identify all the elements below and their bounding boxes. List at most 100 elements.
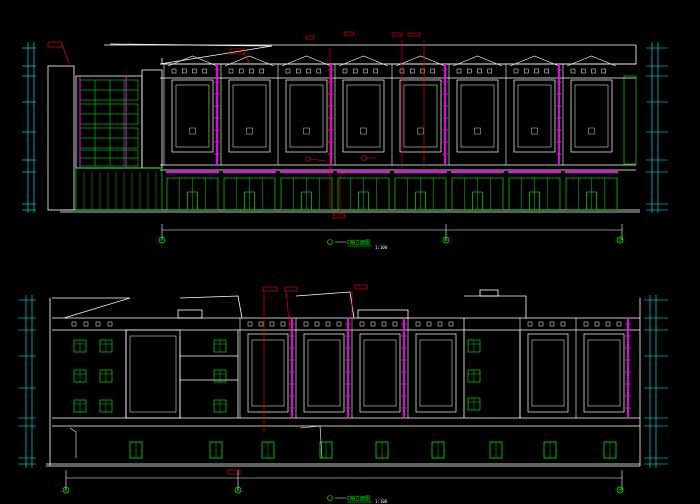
small-window [73,339,87,353]
vent-square [549,321,555,327]
small-window [213,339,227,353]
vent-square [538,321,544,327]
vent-square [392,321,398,327]
vent-square [247,321,253,327]
vent-square [192,68,197,74]
upper-title-block: C轴立面图 1:100 [327,239,388,250]
lower-axis-label-3: ⑬ [618,487,622,493]
bay-pediment [509,55,560,67]
upper-right-level-scale [646,42,668,213]
upper-elevation-title: C轴立面图 [347,239,370,246]
vent-square [107,321,113,327]
upper-axis-markers [158,236,624,244]
upper-bay [334,55,389,165]
bay-panel-inner [531,339,565,407]
vent-square [182,68,187,74]
bay-panel-outer [247,333,289,413]
lower-ground-doors [69,425,617,459]
bay-panel-inner [587,339,621,407]
bay-panel-outer [527,333,569,413]
lower-blank-panel [125,329,181,419]
vent-square [467,68,472,74]
lower-dimension-line [65,470,623,490]
bay-vent [189,127,196,135]
vent-square [314,321,320,327]
bay-panel-inner [232,84,267,148]
upper-axis-label-3: ⑬ [618,237,622,243]
vent-square [303,321,309,327]
vent-square [336,321,342,327]
canopy-bracket [299,425,323,459]
lower-axis-label-1: ① [64,488,68,493]
vent-square [560,321,566,327]
vent-square [616,321,622,327]
vent-square [381,321,387,327]
vent-square [353,68,358,74]
vent-square [594,321,600,327]
vent-square [527,321,533,327]
small-window [99,399,113,413]
bay-pediment [395,55,446,67]
bay-pediment [281,55,332,67]
lower-blank-panel-inner [129,335,177,413]
bay-panel-inner [289,84,324,148]
canopy-bracket [69,427,77,458]
vent-square [581,68,586,74]
vent-square [426,321,432,327]
bay-vent [360,127,367,135]
vent-square [239,68,244,74]
vent-square [601,68,606,74]
vent-square [373,68,378,74]
vent-square [171,68,177,74]
bay-panel-outer [171,79,214,153]
ground-door [431,441,445,459]
upper-dimension-line [161,224,623,240]
upper-bay [448,55,503,165]
vent-square [524,68,529,74]
bay-panel-inner [403,84,438,148]
vent-square [258,321,264,327]
upper-leaders [47,31,425,219]
upper-bay [562,55,617,165]
bay-vent [417,127,424,135]
vent-square [71,321,77,327]
vent-square [605,321,611,327]
vent-square [342,68,348,74]
lower-title-block: C轴立面图 1:100 [327,495,388,504]
lower-axis-label-2: ⑥ [236,488,240,493]
ground-door [543,441,557,459]
vent-square [430,68,435,74]
upper-bay [505,55,562,165]
vent-square [285,68,291,74]
ground-door [489,441,503,459]
bay-panel-outer [513,79,556,153]
bay-pediment [338,55,389,67]
vent-square [296,68,301,74]
small-window [99,369,113,383]
vent-square [544,68,549,74]
vent-square [363,68,368,74]
upper-bay [391,55,448,165]
storefront-door [586,191,597,211]
bay-panel-outer [415,333,457,413]
ground-door [261,441,275,459]
ground-door [209,441,223,459]
vent-square [477,68,482,74]
bay-pediment [224,55,275,67]
bay-vent [588,127,595,135]
upper-elevation-scale: 1:100 [375,245,388,250]
vent-square [456,68,462,74]
lower-bay [575,318,631,418]
bay-panel-outer [285,79,328,153]
lower-axis-markers [62,486,624,494]
upper-storefront [75,167,618,211]
bay-panel-inner [574,84,609,148]
bay-panel-inner [251,339,285,407]
small-window [467,369,481,383]
lower-bays [71,318,631,419]
upper-bays [163,55,617,165]
bay-panel-outer [359,333,401,413]
bay-pediment [566,55,617,67]
vent-square [280,321,286,327]
